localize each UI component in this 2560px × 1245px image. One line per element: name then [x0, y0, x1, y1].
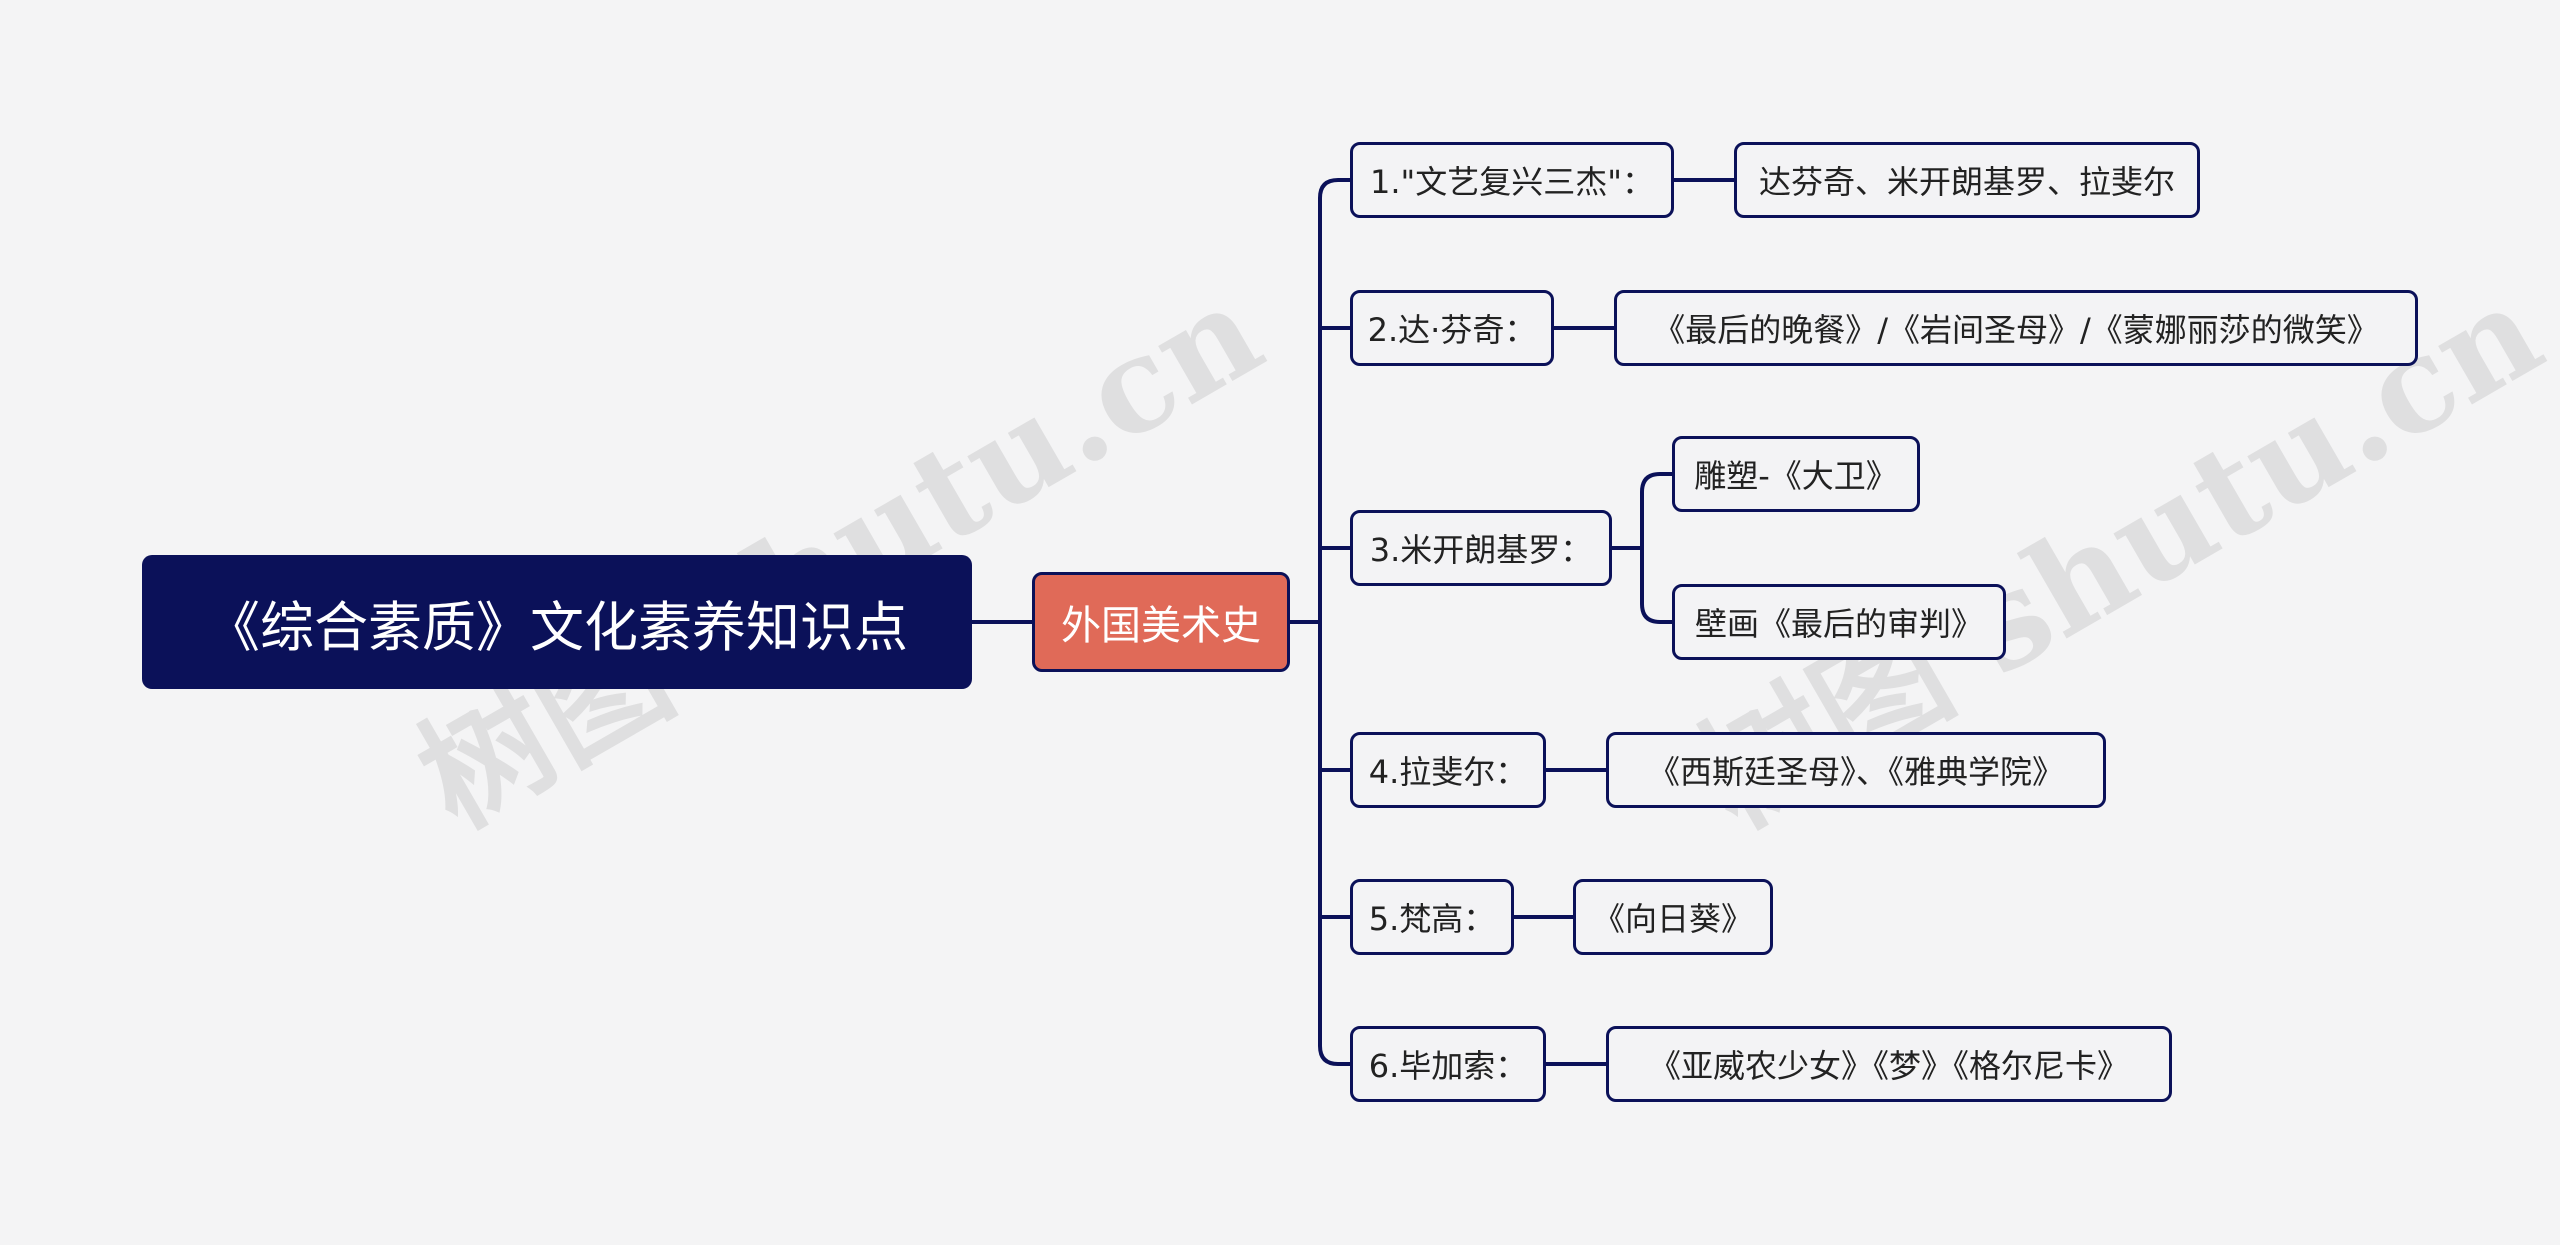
topic-michelangelo-fresco[interactable]: 壁画《最后的审判》: [1672, 584, 2006, 660]
connector-topic-6: [1318, 1045, 1350, 1066]
root-topic[interactable]: 《综合素质》文化素养知识点: [142, 555, 972, 689]
connector-topic-1: [1318, 178, 1350, 199]
connector-michelangelo-fresco: [1640, 548, 1672, 624]
topic-picasso-works[interactable]: 《亚威农少女》《梦》《格尔尼卡》: [1606, 1026, 2172, 1102]
topic-van-gogh[interactable]: 5.梵高：: [1350, 879, 1514, 955]
topic-picasso[interactable]: 6.毕加索：: [1350, 1026, 1546, 1102]
topic-raphael[interactable]: 4.拉斐尔：: [1350, 732, 1546, 808]
topic-renaissance-three-detail[interactable]: 达芬奇、米开朗基罗、拉斐尔: [1734, 142, 2200, 218]
topic-raphael-works[interactable]: 《西斯廷圣母》、《雅典学院》: [1606, 732, 2106, 808]
topic-da-vinci-works[interactable]: 《最后的晚餐》/《岩间圣母》/《蒙娜丽莎的微笑》: [1614, 290, 2418, 366]
topic-da-vinci[interactable]: 2.达·芬奇：: [1350, 290, 1554, 366]
topic-michelangelo[interactable]: 3.米开朗基罗：: [1350, 510, 1612, 586]
topic-michelangelo-sculpture[interactable]: 雕塑-《大卫》: [1672, 436, 1920, 512]
main-topic[interactable]: 外国美术史: [1032, 572, 1290, 672]
topic-van-gogh-works[interactable]: 《向日葵》: [1573, 879, 1773, 955]
topic-renaissance-three[interactable]: 1."文艺复兴三杰"：: [1350, 142, 1674, 218]
connector-michelangelo-sculpture: [1640, 472, 1672, 548]
